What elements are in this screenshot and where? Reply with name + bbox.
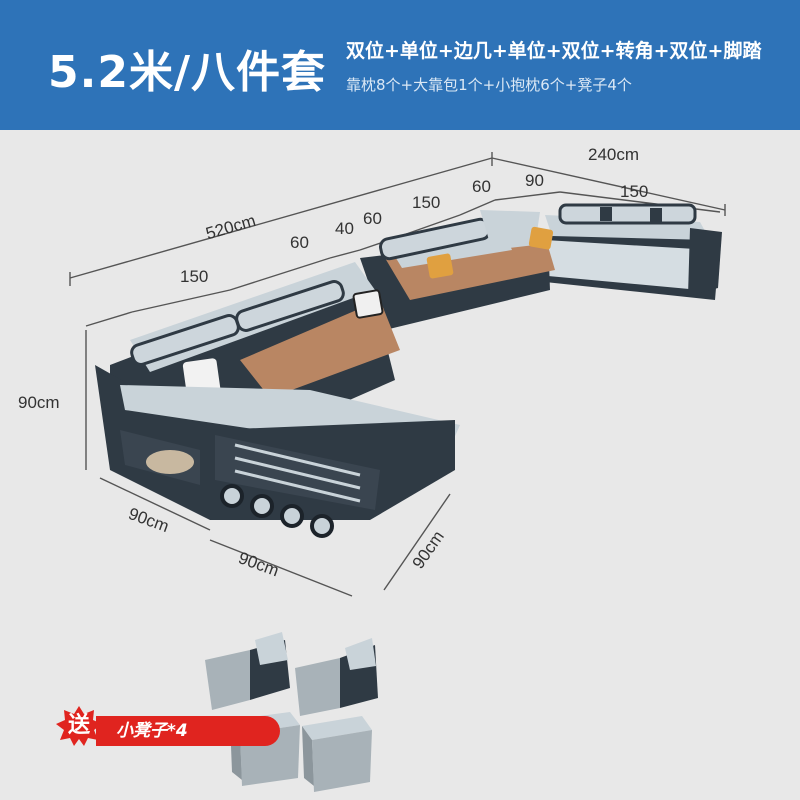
stool-2 (295, 638, 378, 716)
promo-label: 小凳子*4 (96, 716, 280, 746)
header-banner: 5.2米/八件套 双位+单位+边几+单位+双位+转角+双位+脚踏 靠枕8个+大靠… (0, 0, 800, 130)
dim-seg-d: 60 (363, 209, 382, 228)
dim-chaise-depth: 90cm (409, 527, 448, 572)
dimension-lines (69, 152, 726, 597)
dim-seg-f: 60 (472, 177, 491, 196)
sofa-chaise (95, 365, 460, 538)
dim-seg-a: 150 (180, 267, 208, 286)
dim-seg-g: 90 (525, 171, 544, 190)
stools-group (205, 632, 378, 792)
sofa-right-section (540, 203, 722, 300)
stool-4 (302, 716, 372, 792)
dim-seg-h: 150 (620, 182, 648, 201)
includes-text: 靠枕8个+大靠包1个+小抱枕6个+凳子4个 (346, 76, 632, 94)
sofa-middle-section (360, 210, 555, 330)
dim-height: 90cm (18, 393, 60, 412)
stool-1 (205, 632, 290, 710)
sofa-scene: 520cm 240cm 90cm 150 60 40 60 150 60 90 … (18, 145, 726, 792)
dim-total-length: 520cm (204, 211, 258, 243)
dim-side-length: 240cm (588, 145, 639, 164)
burst-badge-icon (56, 706, 102, 746)
dim-seg-c: 40 (335, 219, 354, 238)
configuration-text: 双位+单位+边几+单位+双位+转角+双位+脚踏 (346, 40, 762, 62)
product-title: 5.2米/八件套 (48, 47, 327, 98)
dim-seg-e: 150 (412, 193, 440, 212)
dim-front-width: 90cm (236, 548, 282, 580)
promo-badge-text: 送 (67, 713, 90, 738)
dim-seg-b: 60 (290, 233, 309, 252)
